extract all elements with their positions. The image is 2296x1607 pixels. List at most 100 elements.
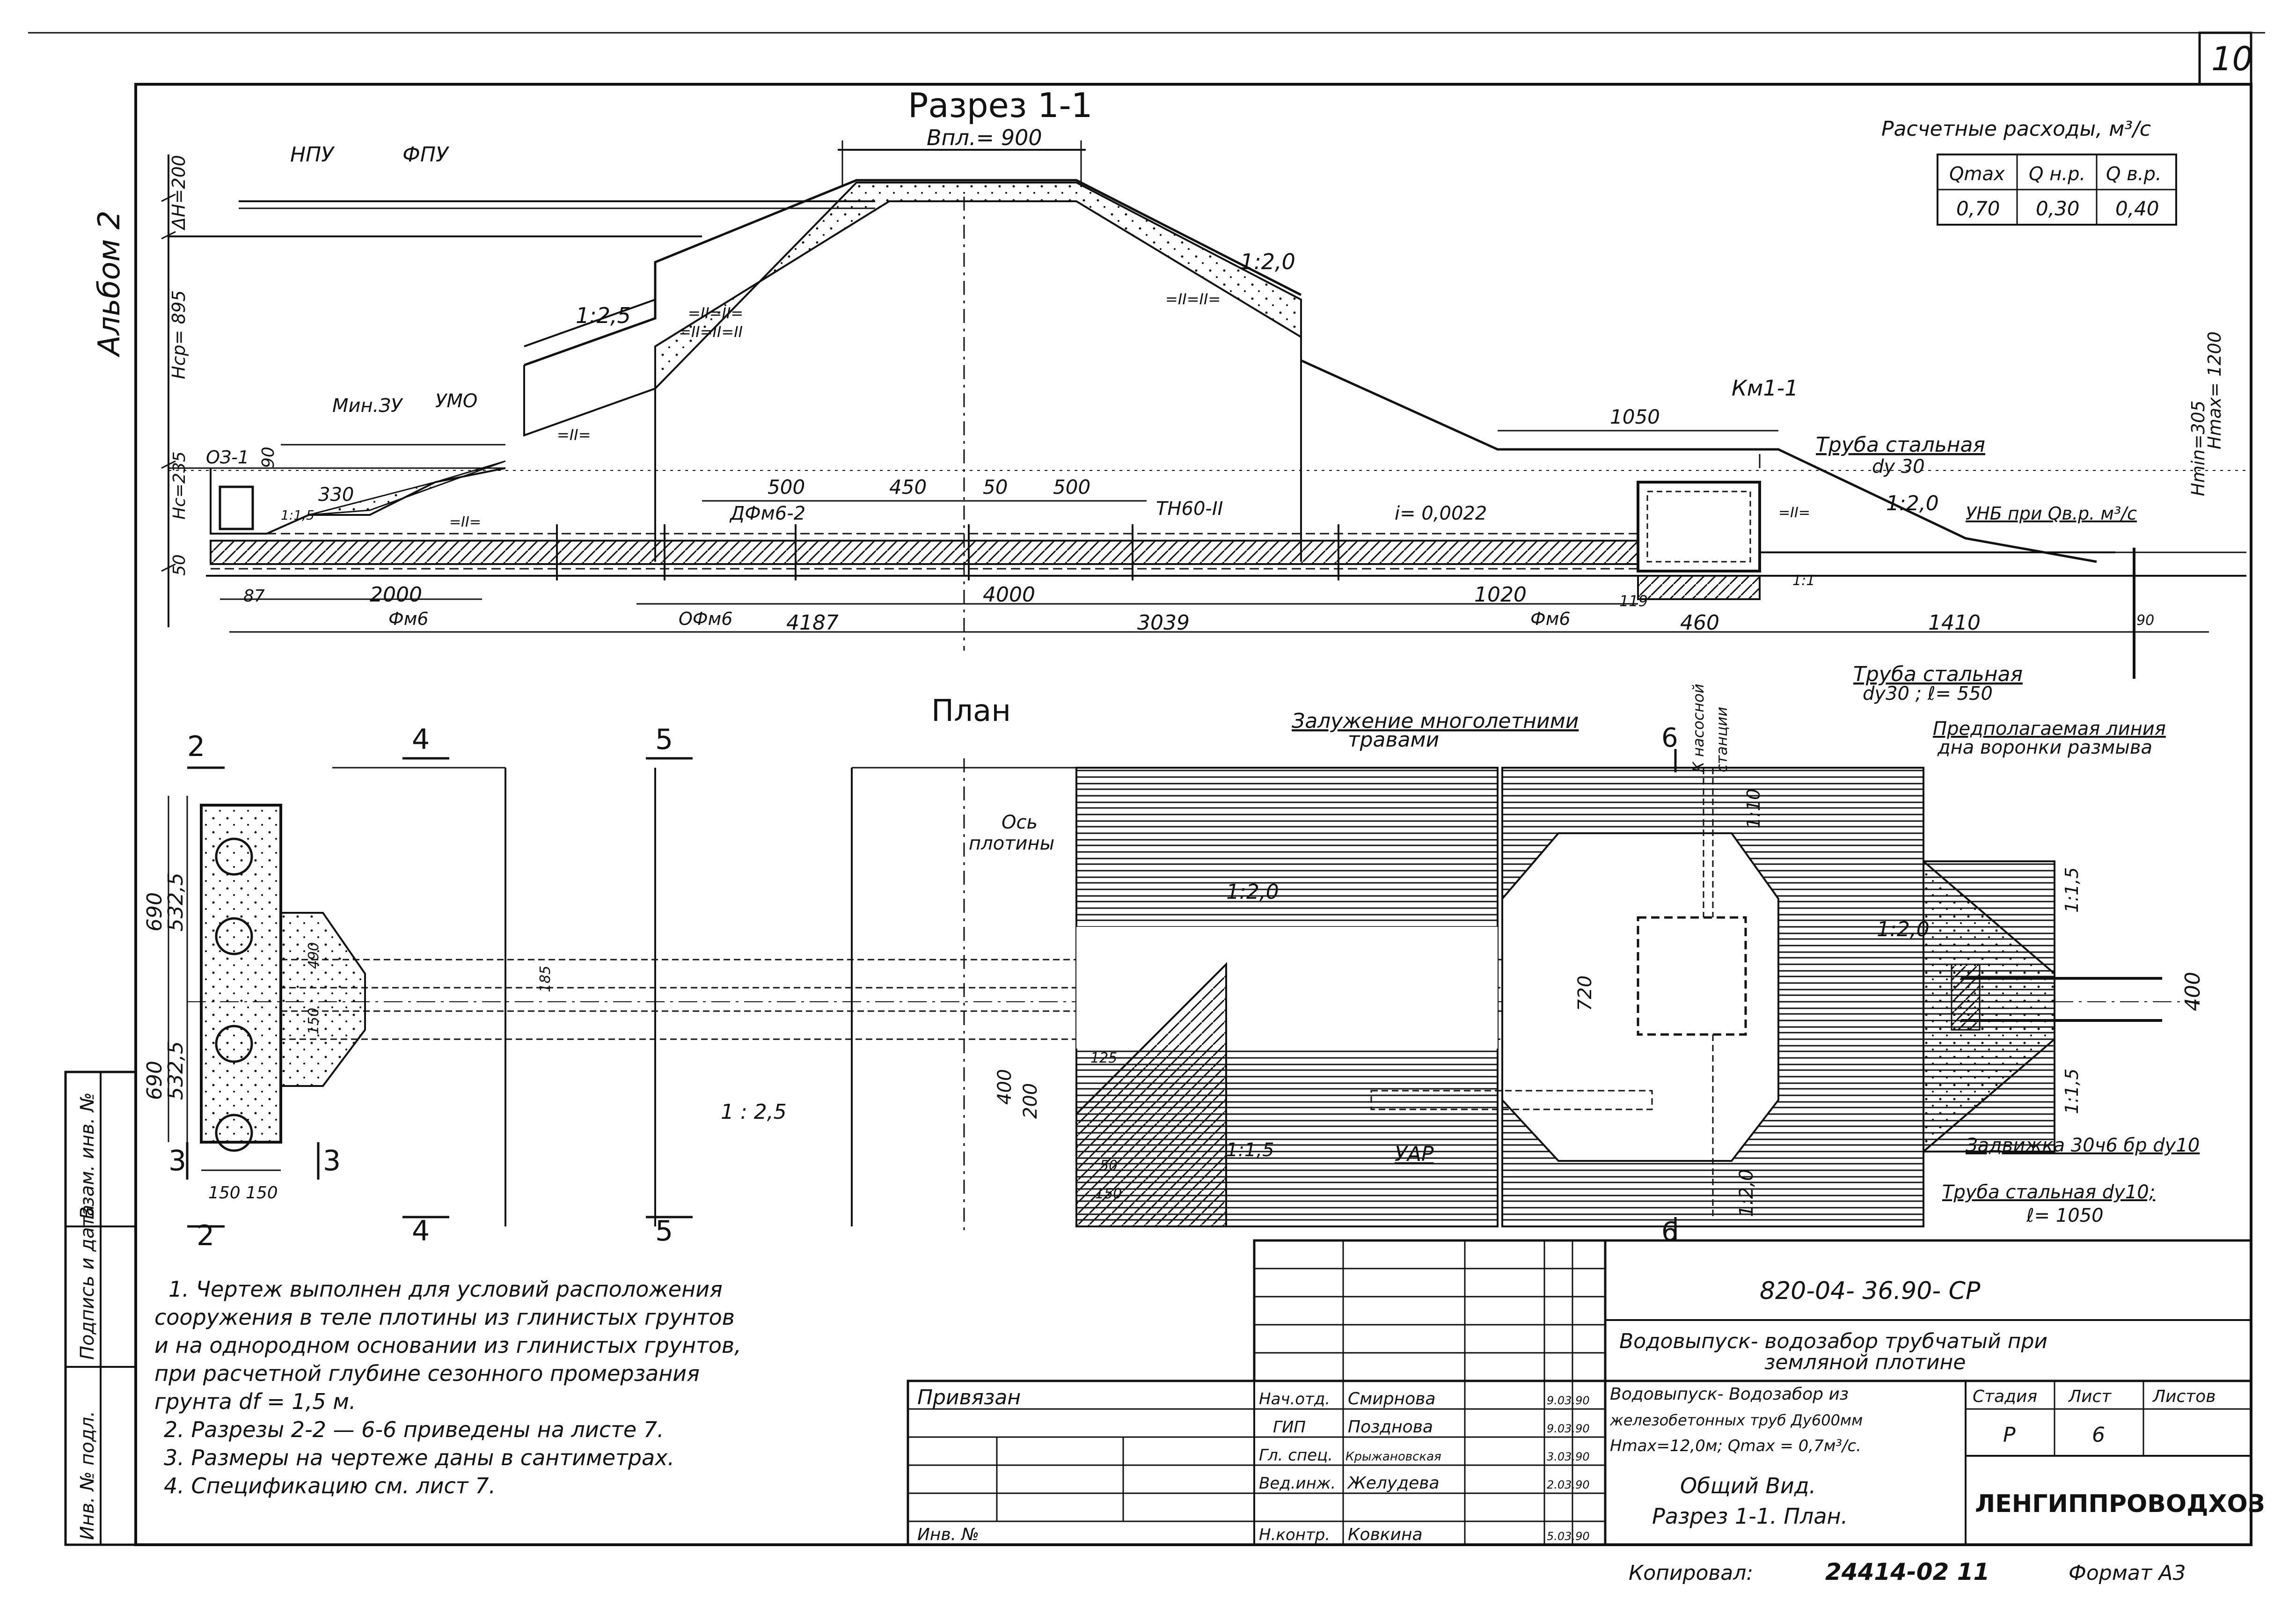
project-name-2: земляной плотине <box>1764 1350 1966 1374</box>
height-50: 50 <box>170 554 189 576</box>
dim-490: 490 <box>306 942 322 969</box>
section-mark-4: 4 <box>412 1215 430 1247</box>
album-label: Альбом 2 <box>92 211 127 358</box>
format-label: Формат А3 <box>2069 1561 2186 1585</box>
label-pipe-dy30: dу 30 <box>1872 456 1925 477</box>
label-axis2: плотины <box>969 833 1054 854</box>
section-title: Разрез 1-1 <box>908 86 1093 125</box>
flow-header-qnr: Q н.р. <box>2029 163 2085 185</box>
name: Позднова <box>1348 1417 1433 1437</box>
dim-185: 185 <box>537 966 554 992</box>
dim-90b: 90 <box>2136 612 2154 629</box>
dim-400: 400 <box>994 1069 1016 1105</box>
role: ГИП <box>1273 1418 1306 1437</box>
slope-115b: 1:1,5 <box>2062 1069 2082 1114</box>
dim-720: 720 <box>1574 976 1596 1011</box>
dim-50: 50 <box>1100 1158 1118 1174</box>
slope-downstream: 1:2,0 <box>1240 249 1295 274</box>
label-pipe2-spec: dу30 ; ℓ= 550 <box>1863 683 1993 704</box>
label-slope-i: i= 0,0022 <box>1395 503 1487 524</box>
stamp-inv-podl: Инв. № подл. <box>77 1411 98 1540</box>
name: Крыжановская <box>1345 1450 1441 1464</box>
height-hcp: Нср= 895 <box>168 290 189 379</box>
label-uap: УАР <box>1395 1142 1434 1166</box>
dim-150a: 150 <box>208 1183 241 1203</box>
sheet-title: Общий Вид. <box>1680 1473 1816 1498</box>
sheet-header: Лист <box>2068 1387 2112 1406</box>
height-hmax: Нmax= 1200 <box>2204 331 2225 449</box>
doc-code: 820-04- 36.90- СР <box>1760 1277 1981 1305</box>
dim-5325b: 532,5 <box>164 1041 188 1100</box>
dim-400r: 400 <box>2181 972 2205 1011</box>
label-unb: УНБ при Qв.р. м³/с <box>1966 503 2137 524</box>
stage-value: Р <box>2003 1423 2016 1447</box>
fill-mark: =II= <box>449 514 481 530</box>
copy-number: 24414-02 11 <box>1825 1558 1989 1585</box>
flow-value-qvr: 0,40 <box>2115 197 2159 220</box>
label-umo: УМО <box>435 390 477 412</box>
general-notes: 1. Чертеж выполнен для условий расположе… <box>154 1277 741 1498</box>
project-name: Водовыпуск- водозабор трубчатый при <box>1619 1329 2047 1353</box>
slope-20a: 1:2,0 <box>1226 880 1279 904</box>
section-mark-3: 3 <box>323 1145 341 1177</box>
plan-title: План <box>931 694 1011 728</box>
note-line: 4. Спецификацию см. лист 7. <box>164 1473 496 1498</box>
label-fm6-left: Фм6 <box>388 609 429 629</box>
dim-50: 50 <box>983 476 1008 499</box>
note-line: 1. Чертеж выполнен для условий расположе… <box>168 1277 723 1302</box>
date: 9.03.90 <box>1547 1422 1590 1435</box>
note-line: сооружения в теле плотины из глинистых г… <box>154 1305 735 1330</box>
dim-500a: 500 <box>768 476 805 499</box>
dim-4000: 4000 <box>983 583 1035 607</box>
slope-15: 1:1,5 <box>1226 1139 1274 1161</box>
label-oz: ОЗ-1 <box>206 447 249 468</box>
label-grass: Залужение многолетними <box>1292 709 1579 733</box>
date: 9.03.90 <box>1547 1394 1590 1407</box>
dim-90: 90 <box>259 447 278 468</box>
name: Смирнова <box>1348 1389 1435 1409</box>
slope-small: 1:1,5 <box>281 507 314 523</box>
label-fm6-right: Фм6 <box>1530 609 1571 629</box>
section-mark-5: 5 <box>655 1215 673 1247</box>
dim-150c: 150 <box>306 1008 322 1035</box>
label-pump: К насосной <box>1689 684 1707 772</box>
flow-header-qmax: Qmax <box>1949 163 2005 185</box>
fill-mark: =II=II=II <box>679 323 743 341</box>
dim-125: 125 <box>1090 1050 1117 1066</box>
stamp-podpis: Подпись и дата <box>77 1205 98 1360</box>
dim-460: 460 <box>1680 611 1719 635</box>
label-pipe2: Труба стальная <box>1853 662 2023 686</box>
name: Желудева <box>1347 1474 1440 1493</box>
date: 2.03.90 <box>1547 1478 1590 1491</box>
sheets-header: Листов <box>2152 1387 2216 1406</box>
slope-20b: 1:2,0 <box>1877 917 1930 941</box>
dim-1050: 1050 <box>1610 405 1660 428</box>
name: Ковкина <box>1348 1525 1423 1544</box>
height-hc: Нс=235 <box>170 451 189 520</box>
plan-labels: 2 2 3 3 4 4 5 5 6 6 690 532,5 690 532,5 … <box>143 709 2205 1252</box>
crest-width: Bпл.= 900 <box>927 125 1042 150</box>
dim-119: 119 <box>1619 592 1648 610</box>
inv-number: Инв. № <box>917 1525 979 1544</box>
flow-table: Расчетные расходы, м³/с Qmax Q н.р. Q в.… <box>1881 117 2177 226</box>
stamp-vzam: Взам. инв. № <box>77 1092 98 1219</box>
dim-200: 200 <box>1020 1083 1041 1119</box>
dim-150b: 150 <box>246 1183 278 1203</box>
slope-115a: 1:1,5 <box>2062 867 2082 913</box>
dim-450: 450 <box>889 476 927 499</box>
flow-value-qmax: 0,70 <box>1956 197 2000 220</box>
flow-table-title: Расчетные расходы, м³/с <box>1881 117 2151 141</box>
role: Вед.инж. <box>1259 1474 1336 1493</box>
copied-label: Копировал: <box>1629 1561 1753 1585</box>
dim-330: 330 <box>318 484 354 506</box>
title-block: 820-04- 36.90- СР Водовыпуск- водозабор … <box>907 1239 2265 1546</box>
organization: ЛЕНГИППРОВОДХОЗ <box>1975 1490 2265 1518</box>
slope-bank: 1:1 <box>1792 572 1815 589</box>
note-line: при расчетной глубине сезонного промерза… <box>154 1361 700 1386</box>
dim-4187: 4187 <box>786 611 839 635</box>
label-pipe-steel: Труба стальная <box>1816 433 1985 457</box>
label-km: Км1-1 <box>1732 375 1799 401</box>
sheet-number: 10 <box>2211 40 2253 78</box>
label-minzu: Мин.ЗУ <box>332 395 403 417</box>
